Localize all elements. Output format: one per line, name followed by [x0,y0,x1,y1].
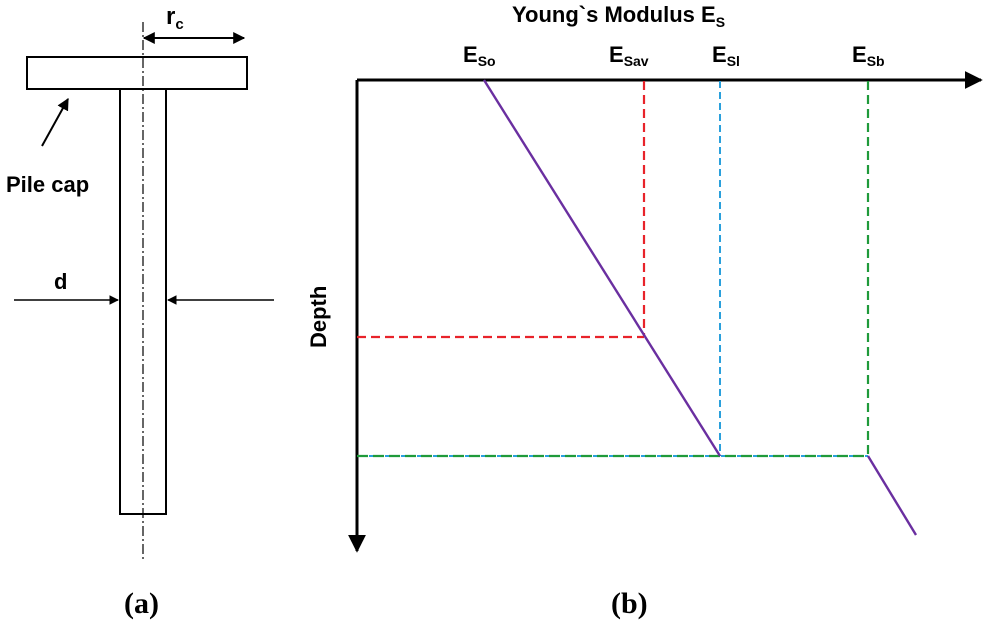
tick-label-esl: ESl [712,42,740,69]
tick-label-esb: ESb [852,42,885,69]
modulus-profile-line [482,79,722,457]
panel-b: Young`s Modulus ES Depth ESo ESav ESl ES… [306,2,983,620]
pile-cap [26,56,248,90]
panel-a: rc Pile cap d (a) [6,3,274,620]
radius-label: rc [166,3,184,33]
diameter-label: d [54,269,67,294]
tick-label-esav: ESav [609,42,649,69]
depth-label: Depth [306,286,331,348]
axis-title: Young`s Modulus ES [512,2,725,30]
pile-cap-label: Pile cap [6,172,89,197]
pile-cap-pointer-arrow [41,97,69,147]
panel-b-caption: (b) [611,587,648,620]
panel-a-caption: (a) [124,587,159,620]
modulus-profile-below-tip [866,455,918,536]
tick-label-eso: ESo [463,42,496,69]
